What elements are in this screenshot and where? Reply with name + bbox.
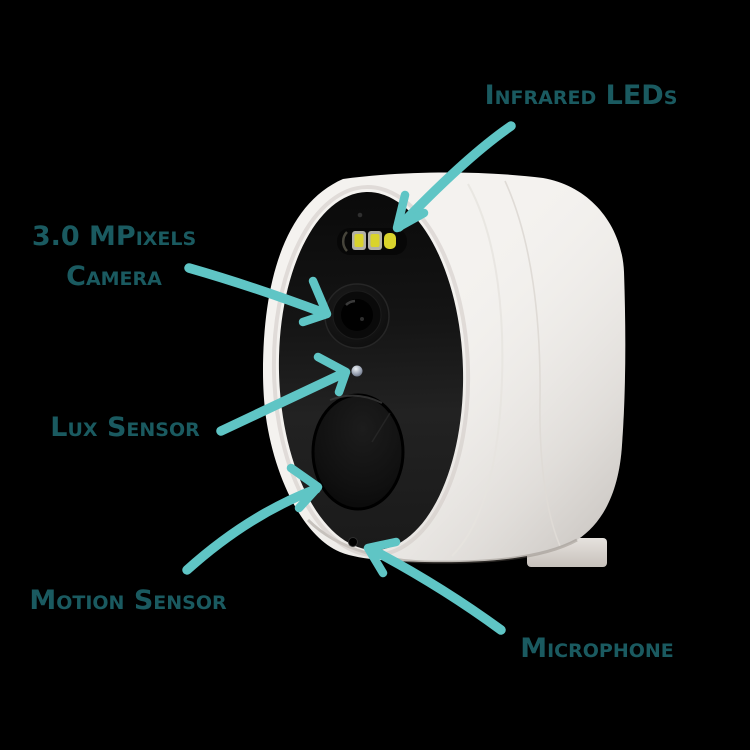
arrow-shaft (182, 484, 321, 575)
lux-sensor-dot (351, 365, 363, 377)
arrow-shaft (394, 121, 516, 232)
arrow-head (313, 352, 351, 397)
ir-led-bracket (341, 231, 348, 252)
arrow-shaft (216, 368, 349, 436)
ir-led-2 (368, 231, 382, 250)
arrow-to-microphone (363, 537, 506, 635)
motion-sensor-window (311, 393, 405, 511)
ir-led-1 (352, 231, 366, 250)
body-seam-line (504, 180, 561, 547)
ir-led-3 (384, 233, 396, 249)
arrow-head (298, 276, 332, 327)
front-ring-edge (451, 183, 504, 557)
lens-glint (345, 299, 356, 306)
arrow-to-infrared-leds (392, 121, 516, 233)
label-infrared-leds: Infrared LEDs (484, 80, 678, 111)
top-indicator-dot (357, 212, 363, 218)
camera-lens (324, 283, 390, 349)
label-camera-line1: 3.0 MPixels (31, 221, 197, 252)
arrow-head (363, 537, 401, 578)
motion-sensor-highlight (329, 394, 383, 404)
motion-sensor-reflection (371, 412, 391, 443)
label-microphone: Microphone (520, 633, 674, 664)
arrow-to-camera-lens (184, 263, 332, 327)
annotation-arrows (182, 121, 516, 635)
ir-led-chip (354, 234, 364, 247)
camera-device (263, 172, 626, 567)
ir-led-chip (384, 233, 396, 249)
arrow-to-motion-sensor (182, 463, 323, 575)
lens-center-glint (360, 317, 364, 321)
label-camera-line2: Camera (66, 261, 162, 292)
arrow-to-lux-sensor (216, 352, 351, 436)
arrow-shaft (366, 544, 506, 635)
microphone-hole (348, 537, 358, 547)
label-lux-sensor: Lux Sensor (50, 412, 200, 443)
motion-sensor-glass (311, 393, 405, 511)
label-motion-sensor: Motion Sensor (29, 585, 227, 616)
ir-led-chip (370, 234, 380, 247)
arrow-shaft (184, 263, 329, 318)
lens-pupil (341, 299, 373, 331)
infrared-leds (337, 228, 407, 255)
arrow-head (392, 190, 429, 233)
arrow-head (286, 463, 323, 513)
label-camera: 3.0 MPixels Camera (32, 217, 196, 297)
